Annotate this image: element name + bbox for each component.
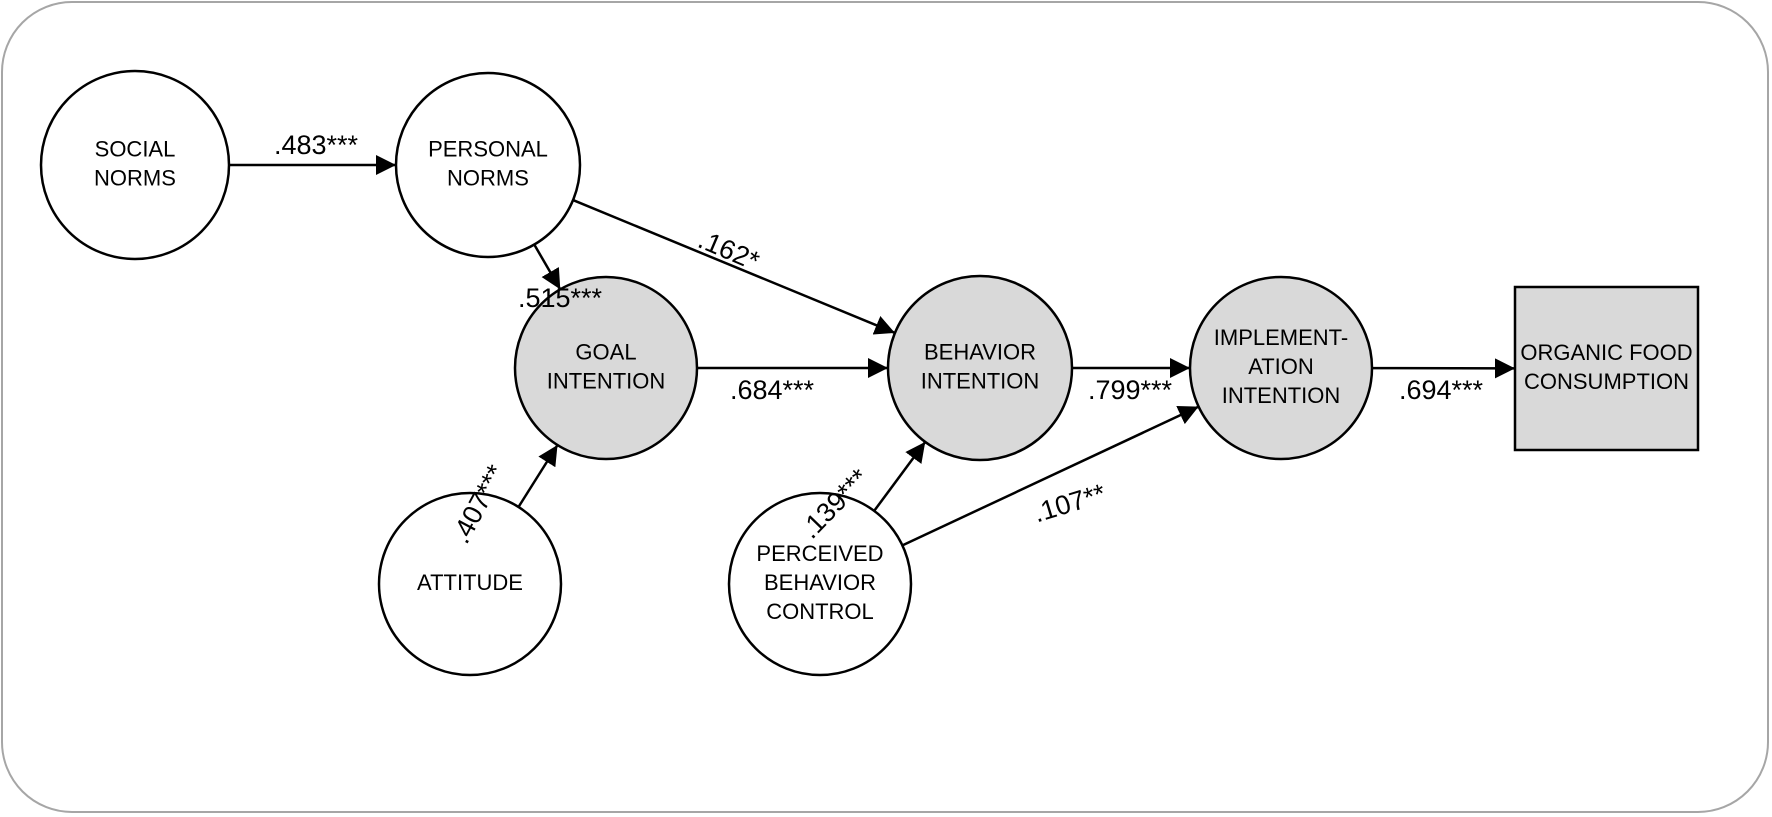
node-label-personal-norms-line-1: PERSONAL	[428, 136, 548, 161]
path-arrow-perceived-behavior-control-to-behavior-intention	[873, 441, 927, 512]
path-coefficient-social-norms-to-personal-norms: .483***	[274, 130, 359, 160]
path-arrow-personal-norms-to-goal-intention	[533, 243, 562, 290]
node-label-implementation-intention-line-2: ATION	[1248, 354, 1314, 379]
node-personal-norms: PERSONAL NORMS	[394, 71, 582, 259]
node-label-behavior-intention-line-2: INTENTION	[921, 368, 1040, 393]
node-goal-intention: GOAL INTENTION	[513, 275, 699, 461]
node-organic-food-consumption: ORGANIC FOOD CONSUMPTION	[1513, 285, 1700, 452]
node-label-attitude-line-1: ATTITUDE	[417, 570, 523, 595]
path-coefficient-perceived-behavior-control-to-implementation-intention: .107**	[1030, 478, 1110, 528]
node-label-implementation-intention-line-1: IMPLEMENT-	[1214, 325, 1348, 350]
node-label-goal-intention-line-1: GOAL	[575, 339, 636, 364]
node-label-perceived-behavior-control-line-3: CONTROL	[766, 599, 874, 624]
node-label-social-norms-line-1: SOCIAL	[95, 136, 176, 161]
node-label-goal-intention-line-2: INTENTION	[547, 368, 666, 393]
node-social-norms: SOCIAL NORMS	[39, 69, 231, 261]
node-label-perceived-behavior-control-line-1: PERCEIVED	[756, 541, 883, 566]
path-coefficient-implementation-intention-to-organic-food-consumption: .694***	[1399, 375, 1484, 405]
node-behavior-intention: BEHAVIOR INTENTION	[886, 274, 1074, 462]
nodes-layer: SOCIAL NORMS PERSONAL NORMS GOAL INTENTION ATT…	[39, 69, 1700, 677]
path-coefficient-personal-norms-to-behavior-intention: .162*	[694, 224, 764, 276]
node-label-behavior-intention-line-1: BEHAVIOR	[924, 339, 1036, 364]
node-label-organic-food-consumption-line-2: CONSUMPTION	[1524, 369, 1689, 394]
node-label-personal-norms-line-2: NORMS	[447, 165, 529, 190]
node-circle-implementation-intention	[1188, 275, 1374, 461]
path-coefficient-behavior-intention-to-implementation-intention: .799***	[1088, 375, 1173, 405]
node-perceived-behavior-control: PERCEIVED BEHAVIOR CONTROL	[727, 491, 913, 677]
node-label-perceived-behavior-control-line-2: BEHAVIOR	[764, 570, 876, 595]
path-coefficient-goal-intention-to-behavior-intention: .684***	[730, 375, 815, 405]
node-attitude: ATTITUDE	[377, 491, 563, 677]
node-circle-attitude	[377, 491, 563, 677]
path-coefficient-personal-norms-to-goal-intention: .515***	[518, 283, 603, 313]
node-label-implementation-intention-line-3: INTENTION	[1222, 383, 1341, 408]
node-circle-perceived-behavior-control	[727, 491, 913, 677]
path-arrow-attitude-to-goal-intention	[517, 444, 559, 508]
node-circle-social-norms	[39, 69, 231, 261]
edges-layer	[229, 155, 1516, 547]
node-circle-personal-norms	[394, 71, 582, 259]
node-box-organic-food-consumption	[1513, 285, 1700, 452]
path-arrow-personal-norms-to-behavior-intention	[572, 198, 896, 335]
node-label-social-norms-line-2: NORMS	[94, 165, 176, 190]
node-circle-behavior-intention	[886, 274, 1074, 462]
node-implementation-intention: IMPLEMENT- ATION INTENTION	[1188, 275, 1374, 461]
path-arrow-perceived-behavior-control-to-implementation-intention	[901, 405, 1200, 547]
node-label-organic-food-consumption-line-1: ORGANIC FOOD	[1520, 340, 1692, 365]
node-circle-goal-intention	[513, 275, 699, 461]
